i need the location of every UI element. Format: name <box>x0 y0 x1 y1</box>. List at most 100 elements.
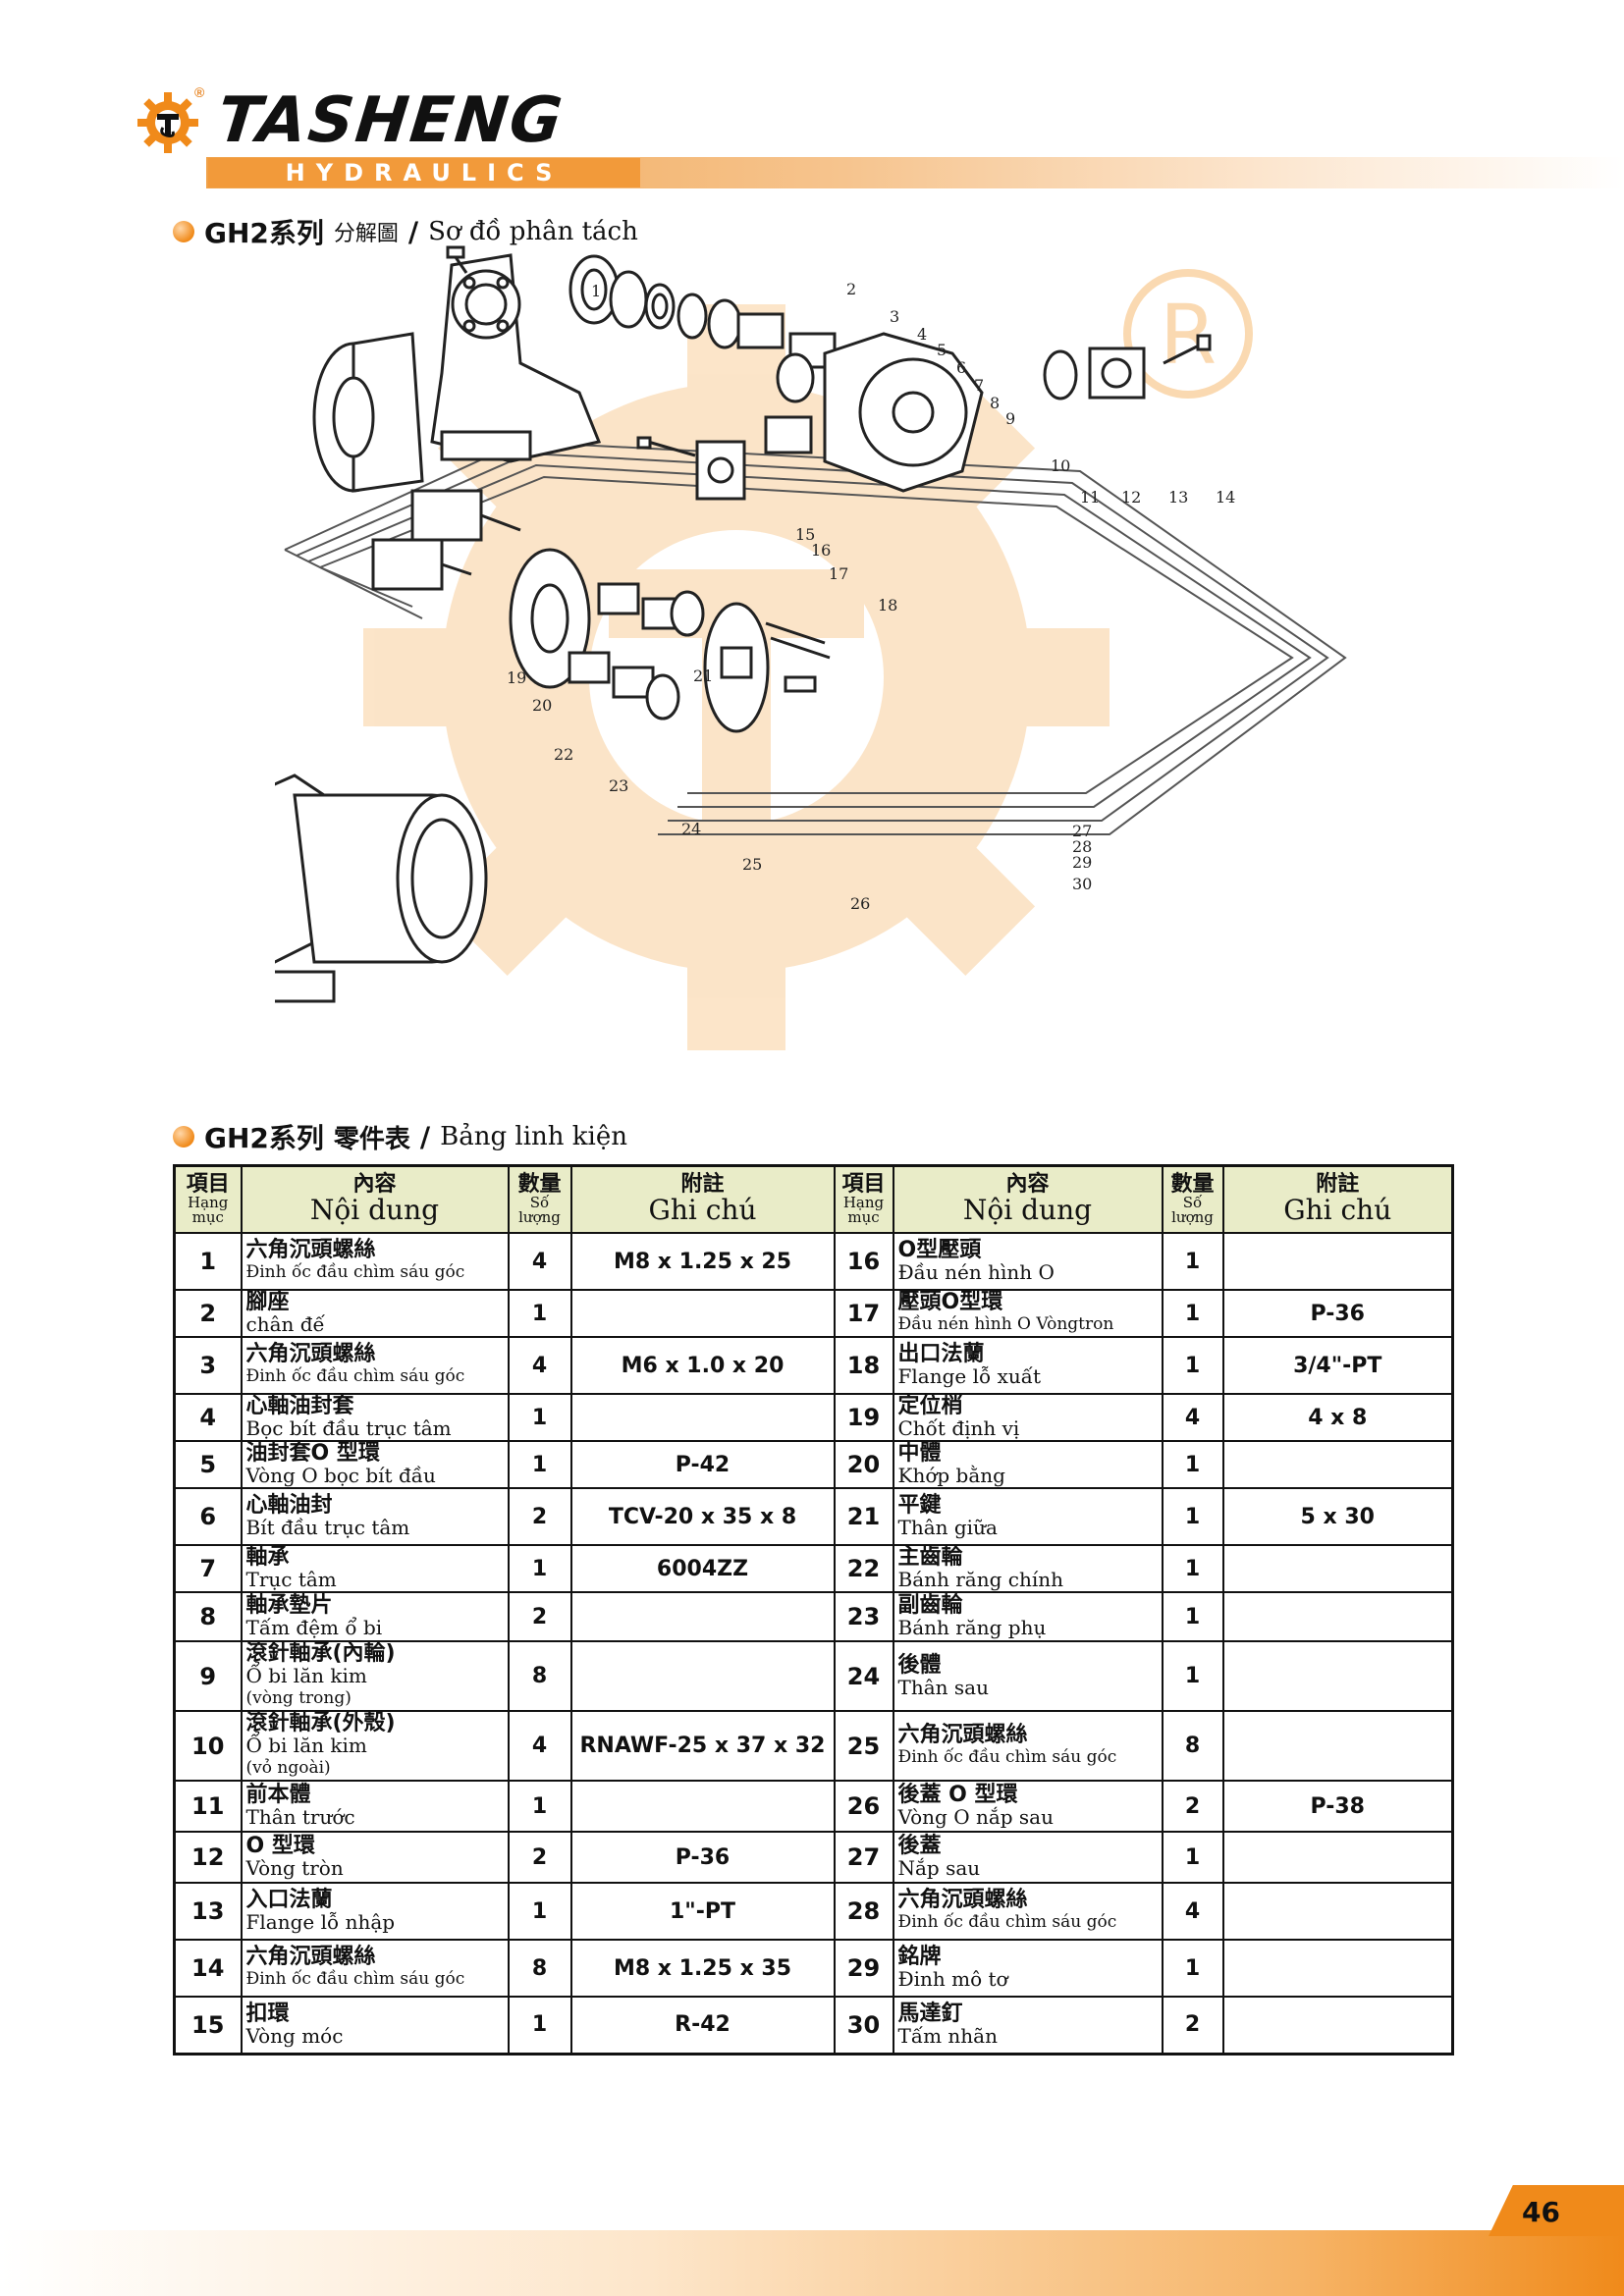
diagram-label: 21 <box>693 667 713 685</box>
cell-note: R-42 <box>569 1996 836 2055</box>
part-name-vn: Đinh mô tơ <box>897 1967 1008 1991</box>
part-name-vn: Vòng móc <box>245 2023 344 2048</box>
cell-note <box>1221 1710 1454 1782</box>
cell-quantity: 1 <box>507 1996 572 2055</box>
cell-quantity: 2 <box>507 1591 572 1642</box>
cell-item-number: 7 <box>173 1544 243 1593</box>
cell-note <box>569 1591 836 1642</box>
cell-quantity: 1 <box>1161 1591 1224 1642</box>
diagram-label: 23 <box>609 776 628 795</box>
cell-note: P-36 <box>1221 1289 1454 1338</box>
part-name-vn: Bọc bít đầu trục tâm <box>245 1416 452 1440</box>
diagram-label: 28 <box>1072 837 1092 856</box>
diagram-label: 14 <box>1216 488 1235 507</box>
cell-item-number: 10 <box>173 1710 243 1782</box>
cell-item-number: 22 <box>833 1544 894 1593</box>
part-name-cn: 心軸油封 <box>245 1493 333 1518</box>
diagram-label: 30 <box>1072 875 1092 893</box>
cell-quantity: 4 <box>507 1710 572 1782</box>
cell-item-number: 27 <box>833 1831 894 1884</box>
part-inlet-flange <box>1043 334 1212 400</box>
cell-note: P-36 <box>569 1831 836 1884</box>
cell-item-number: 23 <box>833 1591 894 1642</box>
part-name-vn: Trục tâm <box>245 1568 337 1591</box>
cell-quantity: 1 <box>507 1544 572 1593</box>
cell-item-number: 17 <box>833 1289 894 1338</box>
part-name-cn: O 型環 <box>245 1834 315 1858</box>
cell-note: P-42 <box>569 1440 836 1489</box>
cell-note <box>1221 1440 1454 1489</box>
part-name-vn: Tấm đệm ổ bi <box>245 1616 383 1639</box>
watermark-registered-icon: R <box>1123 269 1253 399</box>
part-name-vn: Đầu nén hình O <box>897 1260 1055 1284</box>
part-name-vn: Tấm nhãn <box>897 2023 998 2048</box>
part-name-vn: Flange lỗ xuất <box>897 1364 1042 1388</box>
part-name-vn: Bít đầu trục tâm <box>245 1516 410 1539</box>
cell-note: 1"-PT <box>569 1882 836 1941</box>
cell-note: 5 x 30 <box>1221 1487 1454 1546</box>
cell-note <box>1221 1232 1454 1291</box>
cell-note: P-38 <box>1221 1780 1454 1833</box>
cell-note <box>1221 1640 1454 1712</box>
section-title-parts: GH2系列 零件表 / Bảng linh kiện <box>173 1117 627 1156</box>
cell-quantity: 1 <box>1161 1831 1224 1884</box>
part-name-cn: 滾針軸承(外殼) <box>245 1711 396 1735</box>
section-title-exploded: GH2系列 分解圖 / Sơ đồ phân tách <box>173 212 638 251</box>
part-name-cn: 油封套O 型環 <box>245 1441 380 1466</box>
part-name-vn-detail: (vỏ ngoài) <box>245 1758 331 1778</box>
part-name-vn: Đầu nén hình O Vòngtron <box>897 1314 1114 1334</box>
part-name-vn: Nắp sau <box>897 1856 981 1880</box>
cell-quantity: 1 <box>1161 1544 1224 1593</box>
part-name-cn: 中體 <box>897 1441 942 1466</box>
cell-item-number: 2 <box>173 1289 243 1338</box>
cell-quantity: 2 <box>1161 1780 1224 1833</box>
part-name-cn: 馬達釘 <box>897 2001 963 2026</box>
callout-labels: 1 2 3 4 5 6 7 8 9 10 11 12 13 14 15 16 1… <box>507 280 1235 913</box>
diagram-label: 6 <box>956 358 966 377</box>
diagram-label: 26 <box>850 894 870 913</box>
cell-item-number: 1 <box>173 1232 243 1291</box>
diagram-label: 7 <box>974 376 984 395</box>
exploded-diagram: R <box>275 245 1347 1050</box>
cell-note: TCV-20 x 35 x 8 <box>569 1487 836 1546</box>
part-name-cn: 後蓋 <box>897 1834 942 1858</box>
registered-mark: ® <box>194 84 205 100</box>
part-name-vn: Ổ bi lăn kim <box>245 1734 367 1757</box>
cell-note <box>1221 1996 1454 2055</box>
diagram-label: 5 <box>937 341 947 359</box>
cell-quantity: 2 <box>1161 1996 1224 2055</box>
diagram-label: 20 <box>532 696 552 715</box>
diagram-label: 18 <box>878 596 897 614</box>
cell-item-number: 21 <box>833 1487 894 1546</box>
cell-item-number: 3 <box>173 1336 243 1395</box>
part-name-vn: Vòng tròn <box>245 1856 344 1880</box>
cell-note <box>1221 1939 1454 1998</box>
part-screw-1 <box>446 245 468 274</box>
cell-item-number: 5 <box>173 1440 243 1489</box>
diagram-label: 10 <box>1051 456 1070 475</box>
cell-item-number: 16 <box>833 1232 894 1291</box>
cell-note: M6 x 1.0 x 20 <box>569 1336 836 1395</box>
